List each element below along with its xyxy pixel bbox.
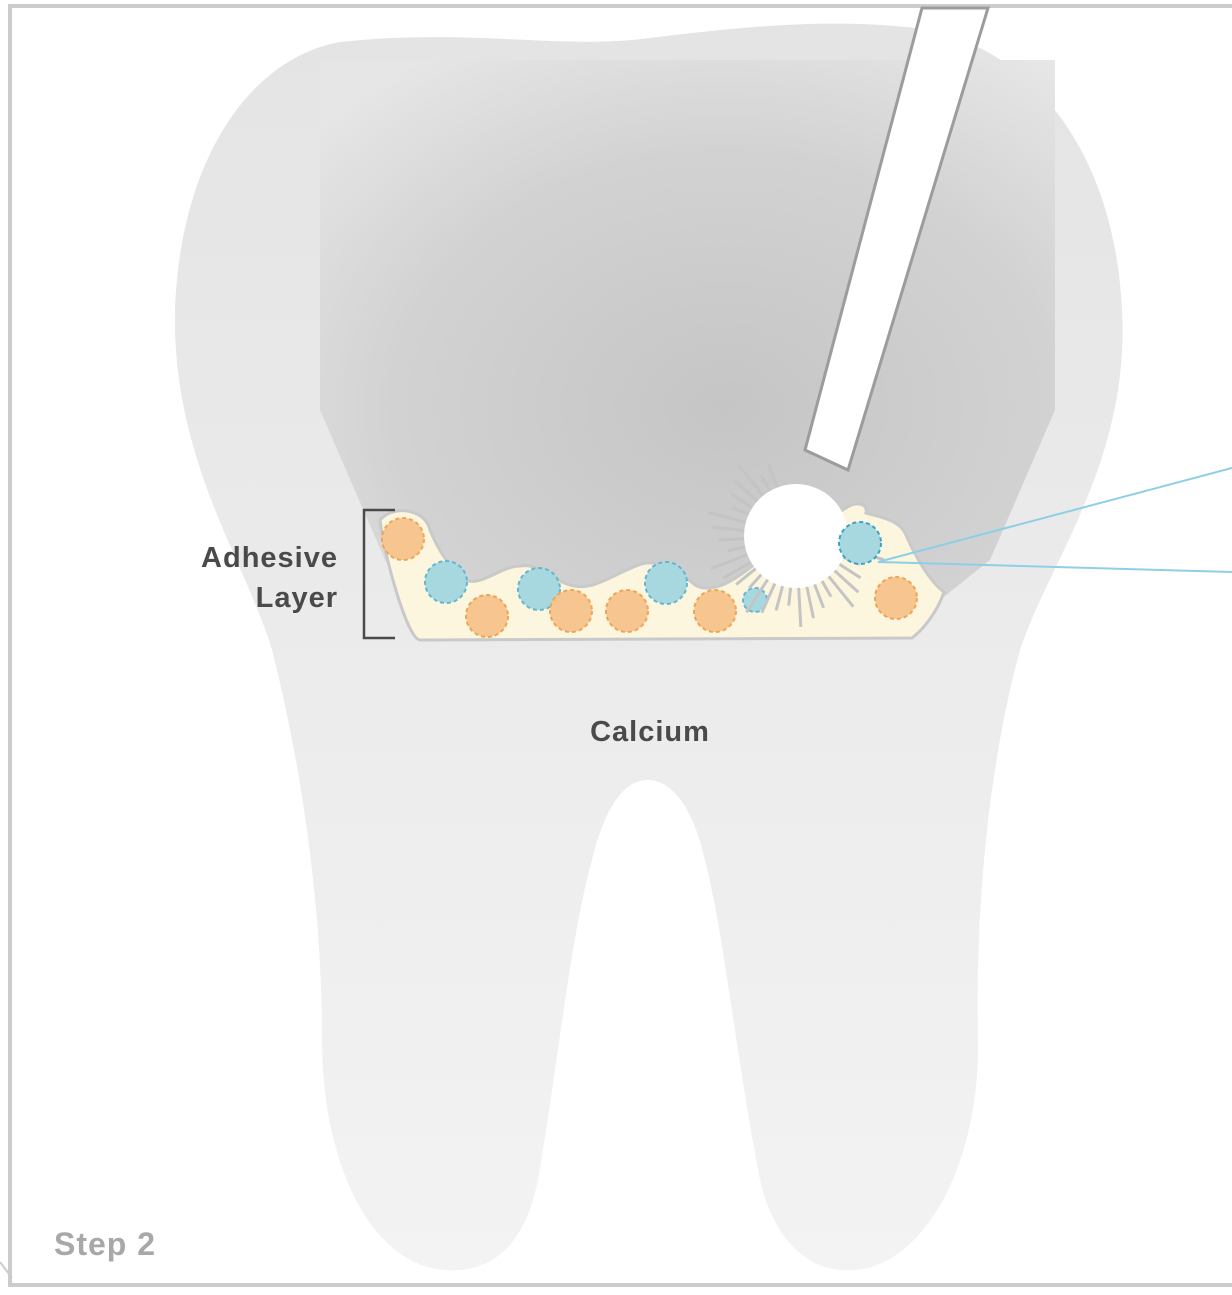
particle-orange bbox=[606, 590, 648, 632]
particle-orange bbox=[382, 518, 424, 560]
particle-blue-highlighted bbox=[839, 522, 881, 564]
particle-orange bbox=[550, 590, 592, 632]
adhesive-layer-label: Adhesive Layer bbox=[150, 538, 338, 618]
particle-orange bbox=[875, 577, 917, 619]
particle-blue bbox=[645, 562, 687, 604]
corner-mark bbox=[0, 1262, 12, 1278]
adhesive-label-line1: Adhesive bbox=[150, 538, 338, 578]
adhesive-label-line2: Layer bbox=[150, 578, 338, 618]
particle-blue bbox=[425, 561, 467, 603]
particle-orange bbox=[466, 595, 508, 637]
step-label: Step 2 bbox=[54, 1226, 156, 1263]
calcium-label: Calcium bbox=[550, 716, 750, 749]
particle-orange bbox=[694, 590, 736, 632]
applicator-head bbox=[744, 484, 848, 588]
